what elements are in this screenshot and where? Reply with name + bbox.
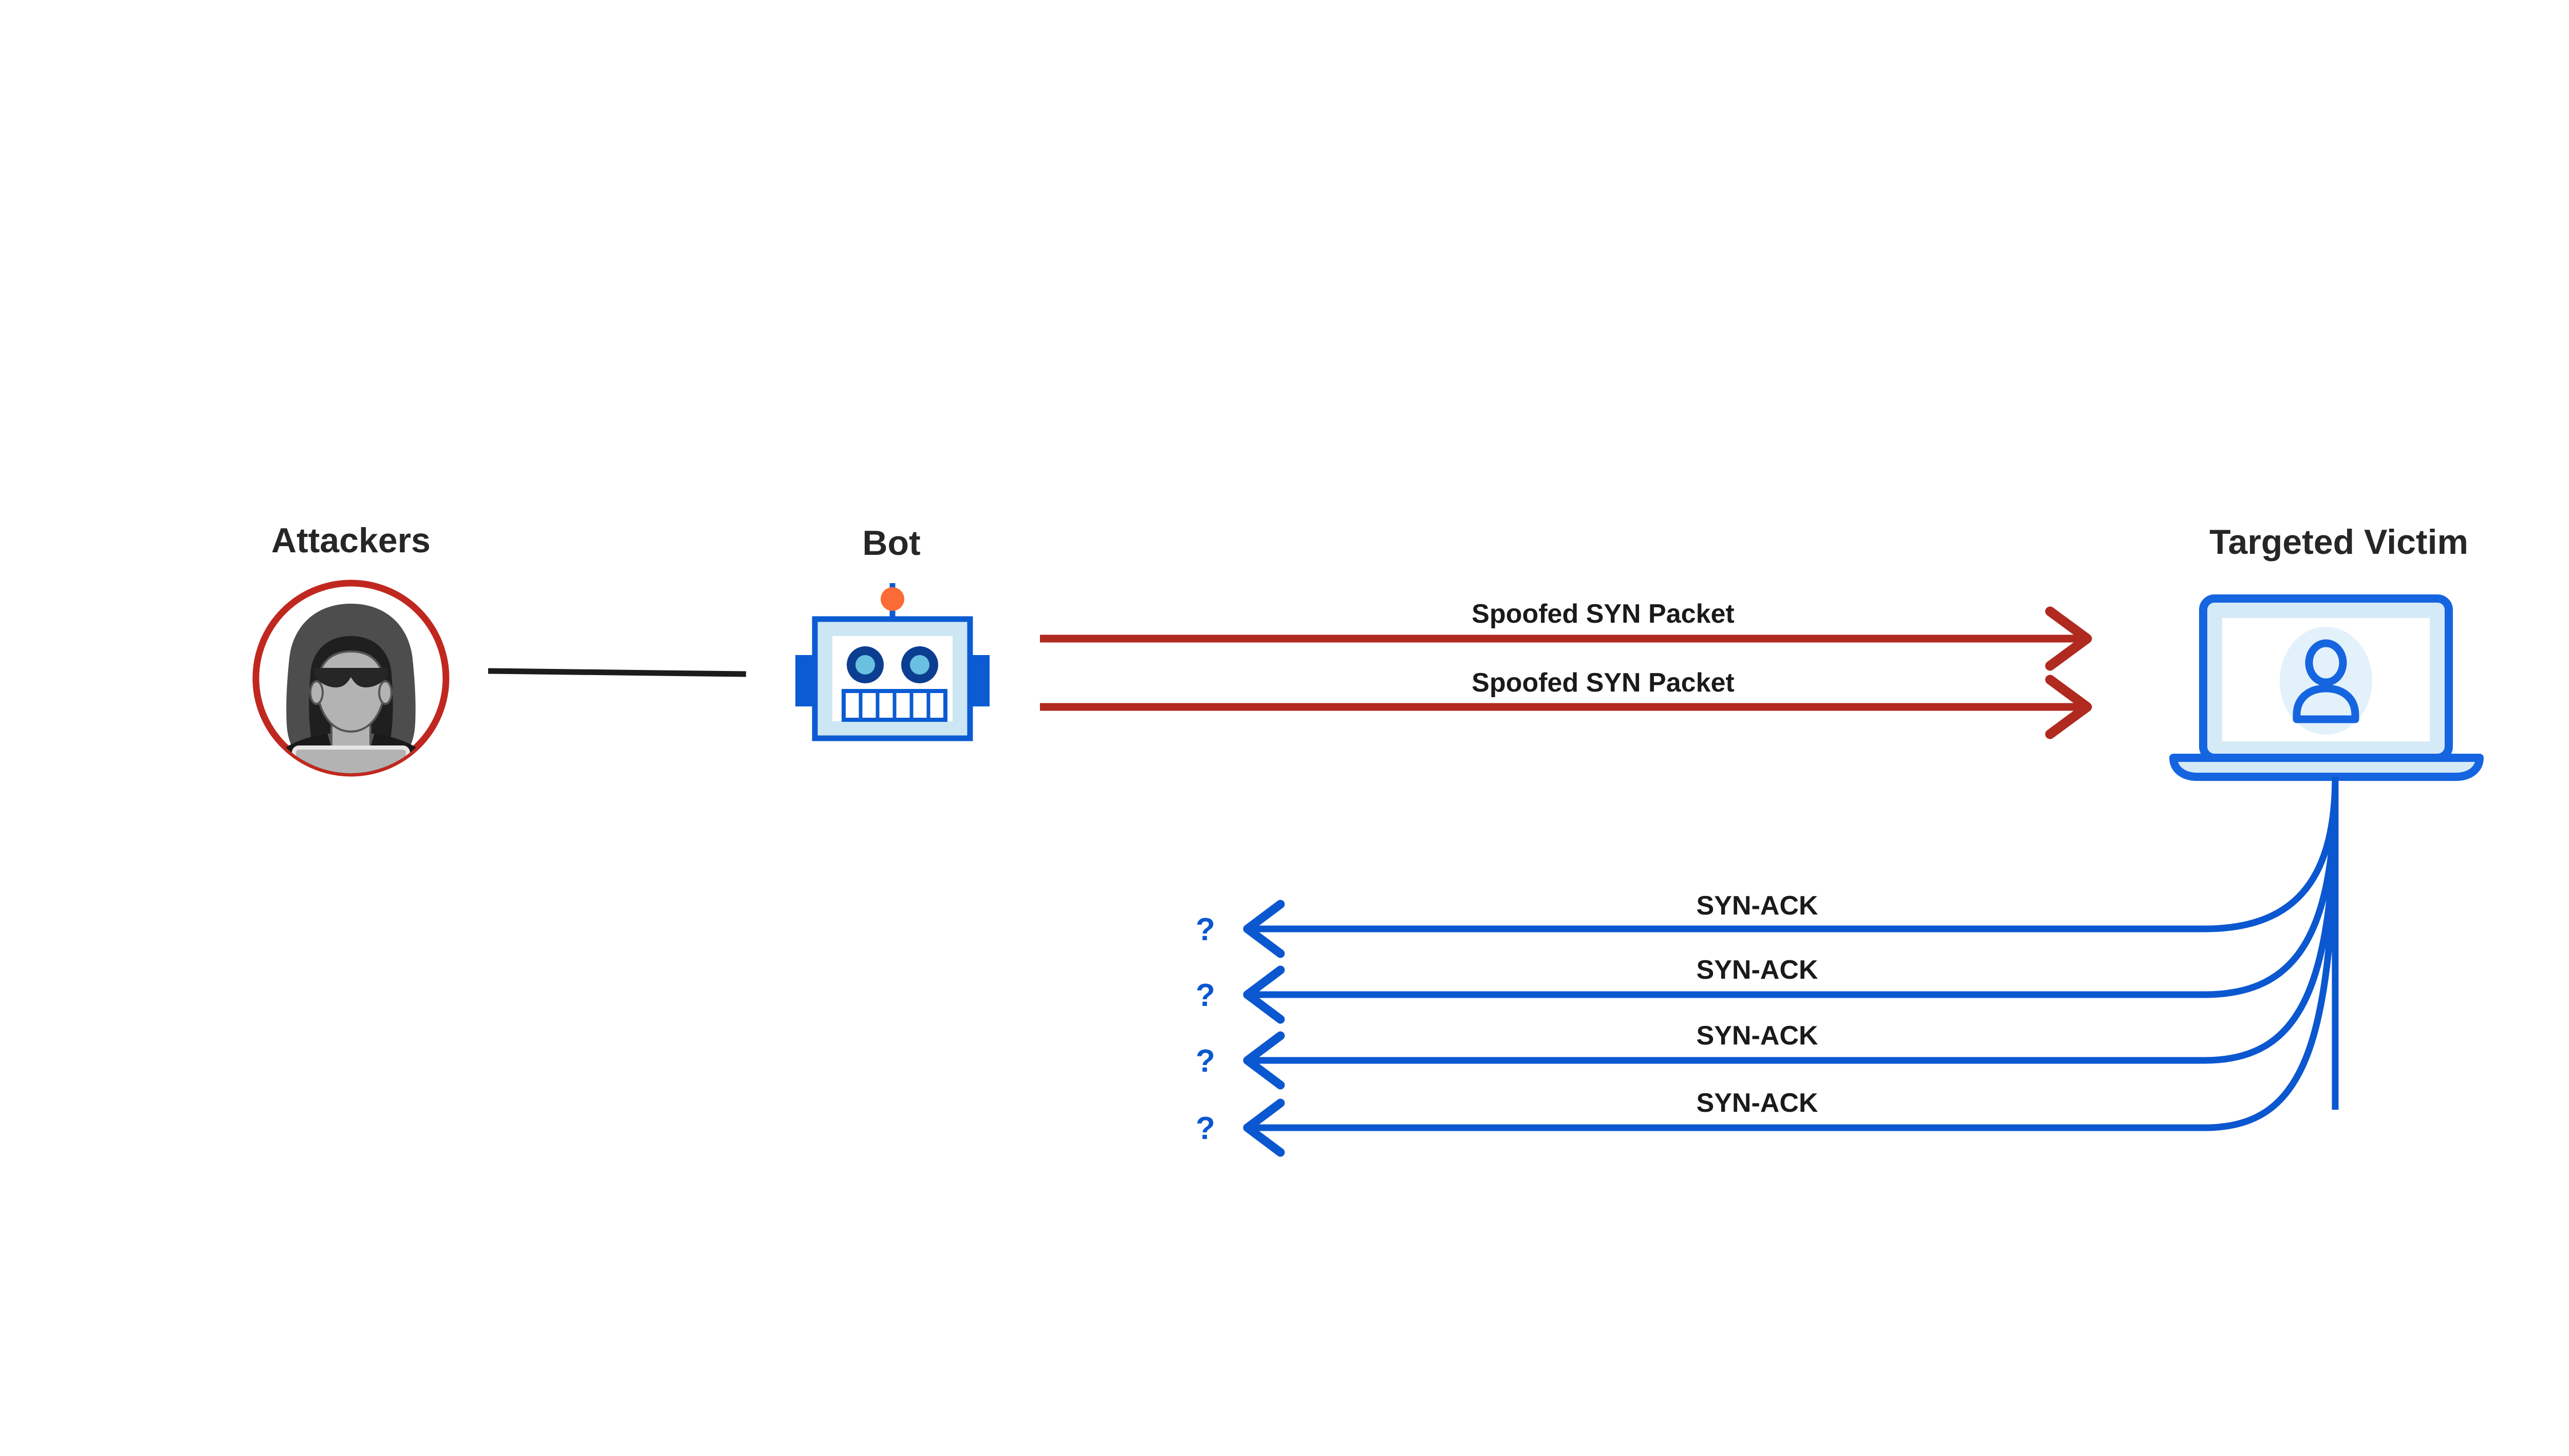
targeted-victim-label: Targeted Victim — [2209, 522, 2468, 562]
arrowhead-left-icon — [1243, 965, 1285, 1024]
syn-ack-flow-group: SYN-ACK ? SYN-ACK ? SYN-ACK ? SY — [1196, 776, 2339, 1157]
attackers-to-bot-link — [488, 668, 747, 677]
robot-left-pupil — [855, 655, 875, 675]
syn-ack-question-1: ? — [1196, 912, 1215, 947]
arrowhead-left-icon — [1243, 1031, 1285, 1090]
laptop-base — [2169, 754, 2484, 781]
spoofed-syn-label-2: Spoofed SYN Packet — [1472, 668, 1734, 698]
robot-right-pupil — [910, 655, 929, 675]
avatar-body — [2293, 684, 2359, 723]
robot-icon — [795, 583, 990, 741]
arrowhead-right-icon — [2045, 606, 2092, 671]
bot-label: Bot — [862, 524, 920, 563]
syn-ack-question-2: ? — [1196, 978, 1215, 1013]
arrowhead-left-icon — [1243, 1098, 1285, 1157]
spoofed-syn-arrow-2: Spoofed SYN Packet — [1040, 668, 2092, 739]
syn-ack-question-3: ? — [1196, 1043, 1215, 1079]
robot-mouth — [842, 689, 947, 722]
syn-ack-arrow-4: SYN-ACK ? — [1196, 776, 2339, 1157]
spoofed-syn-label-1: Spoofed SYN Packet — [1472, 599, 1734, 629]
syn-ack-label-3: SYN-ACK — [1697, 1021, 1818, 1051]
laptop-user-icon — [2169, 594, 2484, 781]
spoofed-syn-flow-group: Spoofed SYN Packet Spoofed SYN Packet — [1040, 599, 2092, 739]
syn-ack-label-1: SYN-ACK — [1697, 891, 1818, 921]
syn-ack-question-4: ? — [1196, 1111, 1215, 1146]
hooded-attacker-icon — [252, 580, 450, 777]
arrowhead-right-icon — [2045, 675, 2092, 739]
attackers-label: Attackers — [271, 521, 431, 560]
avatar-head — [2305, 639, 2347, 686]
syn-ack-label-4: SYN-ACK — [1697, 1088, 1818, 1118]
syn-ack-label-2: SYN-ACK — [1697, 955, 1818, 985]
syn-ack-arrow-1: SYN-ACK ? — [1196, 776, 2339, 958]
spoofed-syn-arrow-1: Spoofed SYN Packet — [1040, 599, 2092, 671]
robot-antenna-bulb — [881, 587, 904, 611]
arrowhead-left-icon — [1243, 900, 1285, 958]
